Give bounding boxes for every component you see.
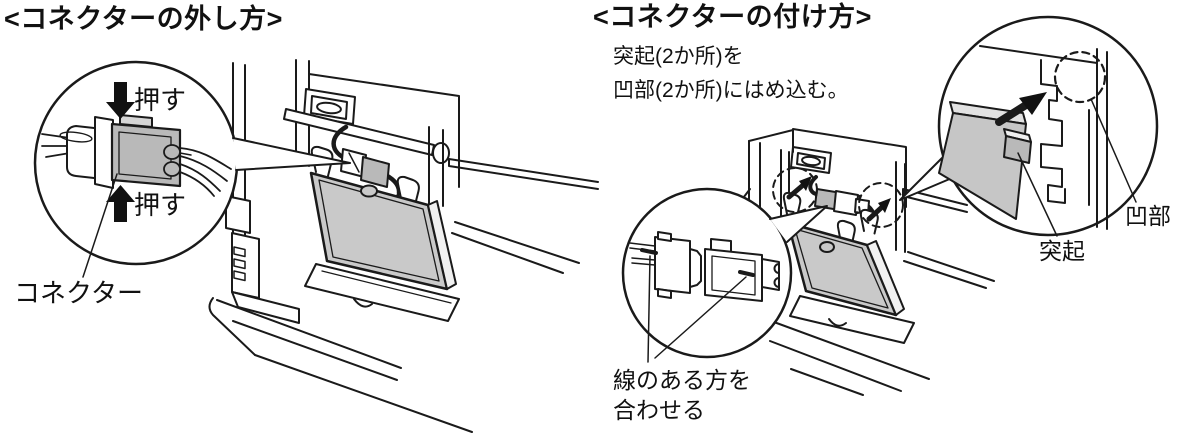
- dashed-circle-left: [772, 167, 818, 213]
- door-inner-line: [318, 179, 440, 282]
- attachment-recess-inset: [899, 15, 1159, 237]
- inset-callout-tail: [769, 205, 828, 243]
- protrusion-front: [1003, 135, 1032, 164]
- alignment-mark-left: [640, 248, 658, 255]
- door-notch: [360, 184, 378, 198]
- frame-right-post: [895, 161, 906, 253]
- arrow-up-right-icon: [878, 198, 891, 213]
- plug-left-body: [654, 236, 691, 294]
- recess-dashed-circle: [1053, 50, 1107, 104]
- protrusion-label-leader: [1017, 152, 1058, 237]
- frame-steps: [1040, 59, 1066, 204]
- base-edges: [762, 317, 930, 396]
- removal-main-illustration: [208, 59, 599, 433]
- connector-housing: [110, 122, 182, 188]
- slot-oval: [316, 101, 342, 115]
- arrow-up-right-icon: [799, 176, 812, 191]
- connector-white: [833, 190, 859, 216]
- plug-collar: [94, 116, 114, 189]
- dashed-circle-right: [858, 182, 904, 228]
- attachment-main-illustration: [706, 128, 995, 396]
- beam-hook: [432, 142, 450, 164]
- removal-section-title: <コネクターの外し方>: [4, 4, 283, 34]
- plug-left-flanges: [657, 231, 672, 299]
- frame-verticals: [1088, 48, 1108, 230]
- floor-edges-right: [451, 221, 580, 274]
- door-panel: [309, 171, 449, 291]
- connector-latch: [119, 114, 153, 128]
- push-label-top: 押す: [134, 85, 187, 115]
- hinge-box-top: [225, 195, 251, 234]
- frame-top-edge: [979, 45, 1098, 64]
- base-corner: [208, 297, 256, 356]
- hinge-foot: [231, 291, 300, 324]
- inset-wires-right: [179, 147, 232, 197]
- connector-label-leader: [82, 173, 118, 278]
- tray-tab: [353, 298, 373, 308]
- plug-left-nose: [689, 248, 702, 288]
- inset-callout-tail: [899, 157, 953, 201]
- door-edge: [866, 240, 905, 316]
- base-edges: [216, 299, 473, 433]
- arrow-up-right-icon: [1019, 92, 1047, 115]
- align-label-leaders: [647, 255, 747, 363]
- hinge-ridges: [233, 246, 246, 282]
- door-tray: [304, 263, 460, 322]
- inset-callout-tail: [232, 137, 351, 171]
- door-edge: [427, 200, 457, 290]
- tray-tab: [828, 318, 847, 327]
- side-rod: [448, 158, 599, 190]
- recess-label: 凹部: [1125, 203, 1171, 229]
- door-notch: [819, 241, 835, 253]
- connector-label: コネクター: [14, 278, 143, 308]
- attachment-instruction-line2: 凹部(2か所)にはめ込む。: [613, 79, 849, 102]
- alignment-mark-right: [738, 270, 755, 277]
- attachment-connector-inset: [621, 187, 828, 363]
- removal-inset-circle: [33, 60, 351, 278]
- connector-block-gray: [360, 156, 390, 188]
- attachment-instruction-line1: 突起(2か所)を: [613, 45, 744, 68]
- frame-right-post: [428, 126, 444, 207]
- floor-edges-right: [903, 251, 995, 289]
- protrusion-label: 突起: [1039, 238, 1085, 264]
- push-label-bottom: 押す: [134, 190, 187, 220]
- plug-right-body: [704, 248, 763, 302]
- attachment-section-title: <コネクターの付け方>: [593, 2, 872, 32]
- arrow-down-icon: [106, 82, 135, 119]
- recess-label-leader: [1090, 98, 1137, 203]
- cross-beam: [283, 108, 435, 156]
- door-tray: [789, 295, 915, 344]
- align-label-line2: 合わせる: [613, 397, 705, 423]
- arrow-up-icon: [106, 185, 135, 222]
- align-label-line1: 線のある方を: [613, 367, 751, 393]
